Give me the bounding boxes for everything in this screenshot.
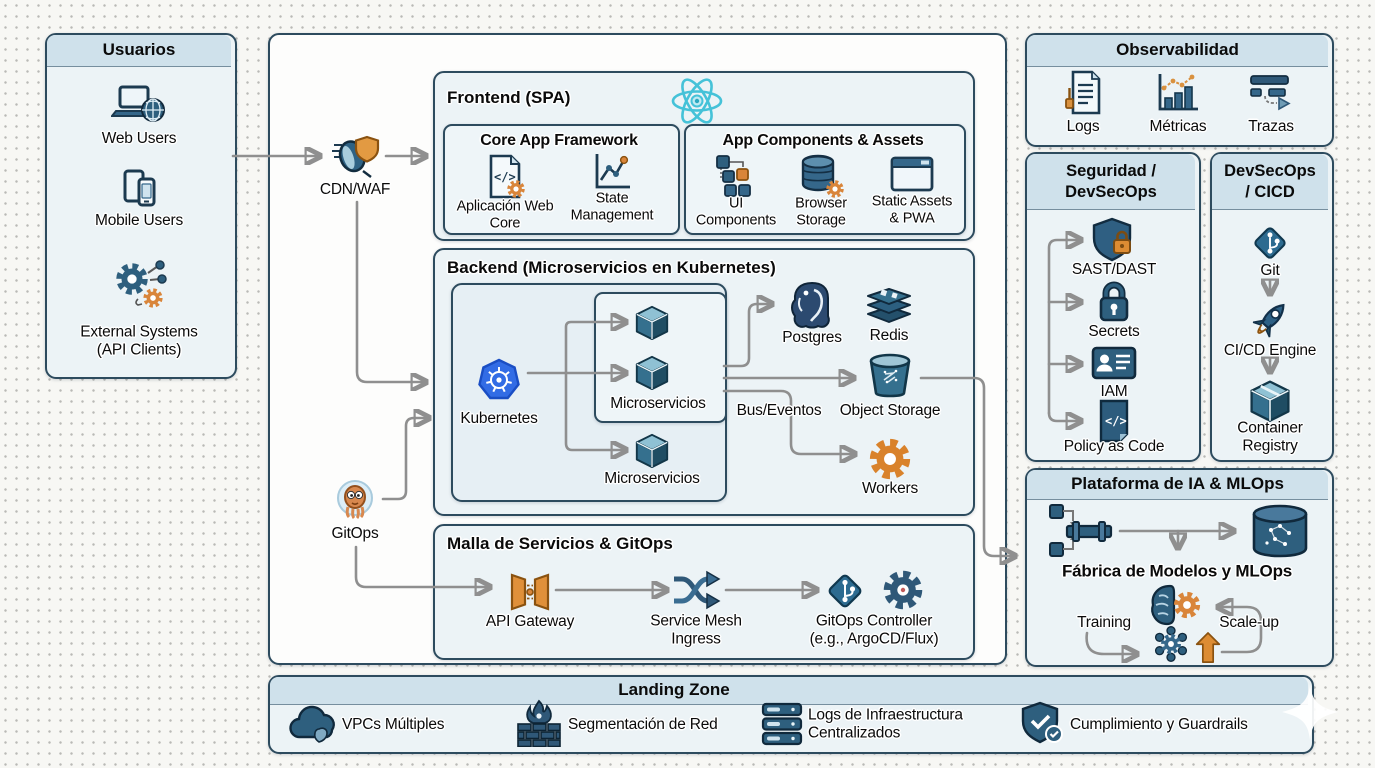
frontend-title: Frontend (SPA) [447,88,571,107]
traces-spans-icon [1250,75,1291,111]
scale-up-label: Scale-up [1219,614,1279,632]
database-gear-icon [801,154,845,199]
cdn-waf-icon [332,135,380,178]
service-mesh-label: Service Mesh Ingress [650,612,742,647]
mlops-subtitle: Fábrica de Modelos y MLOps [1061,561,1293,581]
mobile-users-label: Mobile Users [94,212,184,230]
rocket-icon [1252,303,1285,338]
sparkle-icon [1282,684,1338,740]
object-storage-bucket-icon [869,353,911,398]
compliance-label: Cumplimiento y Guardrails [1070,716,1248,734]
container-registry-label: Container Registry [1237,419,1303,454]
gitops-controller-gear-icon [881,568,925,612]
cdn-waf-label: CDN/WAF [319,181,391,199]
mobile-devices-icon [123,169,156,207]
microservice-cube-icon [635,433,669,469]
brain-gear-icon [1151,584,1202,626]
react-atom-icon [671,78,723,124]
cicd-header: DevSecOps / CICD [1212,154,1328,210]
web-users-label: Web Users [101,130,177,148]
infra-logs-label: Logs de Infraestructura Centralizados [808,706,963,741]
gears-integration-icon [110,260,167,311]
app-components-title: App Components & Assets [722,131,924,149]
object-storage-label: Object Storage [839,402,941,420]
ui-blocks-icon [716,155,751,197]
metrics-label: Métricas [1149,118,1207,136]
users-header: Usuarios [47,35,231,67]
svg-text:</>: </> [494,170,516,184]
microservices-label-2: Microservicios [604,470,700,488]
external-systems-label: External Systems (API Clients) [80,323,198,358]
bus-events-label: Bus/Eventos [736,402,822,420]
network-segmentation-label: Segmentación de Red [568,716,718,734]
pipeline-icon [1049,504,1113,557]
code-document-gear-icon: </> [489,154,528,199]
cicd-engine-label: CI/CD Engine [1223,342,1317,360]
training-label: Training [1077,614,1131,632]
microservice-cube-icon [635,305,669,341]
id-card-icon [1091,346,1137,380]
core-app-framework-box [443,124,680,235]
workers-gear-icon [867,436,913,482]
security-header: Seguridad / DevSecOps [1027,154,1195,210]
kubernetes-label: Kubernetes [460,410,538,428]
core-app-framework-title: Core App Framework [480,131,638,149]
redis-stack-icon [867,288,911,323]
package-cube-icon [1250,380,1290,422]
laptop-globe-icon [111,85,165,122]
static-assets-label: Static Assets & PWA [871,193,953,226]
workers-label: Workers [861,480,919,498]
policy-code-icon: </> [1099,399,1129,443]
gitops-label: GitOps [331,525,379,543]
svg-text:</>: </> [1105,414,1127,428]
observability-header: Observabilidad [1027,35,1328,67]
ui-components-label: UI Components [695,195,777,228]
traces-label: Trazas [1248,118,1294,136]
padlock-icon [1099,281,1129,322]
users-title: Usuarios [102,40,176,60]
backend-title: Backend (Microservicios en Kubernetes) [447,258,776,277]
shield-check-icon [1021,701,1063,744]
cloud-icon [289,705,335,743]
gitops-controller-label: GitOps Controller (e.g., ArgoCD/Flux) [809,612,939,647]
vector-database-icon [1252,504,1308,558]
sast-dast-label: SAST/DAST [1071,261,1157,279]
shield-lock-icon [1092,217,1132,262]
web-core-label: Aplicación Web Core [456,198,554,231]
mesh-title: Malla de Servicios & GitOps [447,534,673,553]
browser-storage-label: Browser Storage [795,195,847,228]
service-mesh-icon [674,570,721,610]
git-diamond-icon [828,574,862,608]
state-chart-icon [595,154,630,189]
secrets-label: Secrets [1088,323,1140,341]
redis-label: Redis [869,327,909,345]
logs-label: Logs [1066,118,1100,136]
mlops-header: Plataforma de IA & MLOps [1027,470,1328,500]
vpcs-label: VPCs Múltiples [342,716,445,734]
microservices-label: Microservicios [610,395,706,413]
landing-zone-header: Landing Zone [270,677,1308,705]
api-gateway-label: API Gateway [485,613,575,631]
postgres-elephant-icon [791,281,830,329]
iam-label: IAM [1100,383,1128,401]
browser-window-icon [890,156,934,192]
git-label: Git [1260,262,1280,280]
server-stack-icon [761,702,803,746]
policy-as-code-label: Policy as Code [1063,438,1165,456]
postgres-label: Postgres [782,329,842,347]
metrics-chart-icon [1158,74,1198,111]
logs-document-icon [1065,70,1101,115]
git-diamond-icon [1254,227,1286,259]
gear-flower-icon [1154,626,1188,662]
kubernetes-icon [478,358,520,400]
orange-up-arrow-icon [1195,632,1221,663]
firewall-icon [517,699,561,747]
gitops-octopus-icon [337,480,373,520]
api-gateway-icon [510,573,550,611]
microservice-cube-icon [635,355,669,391]
state-management-label: State Management [570,190,654,223]
